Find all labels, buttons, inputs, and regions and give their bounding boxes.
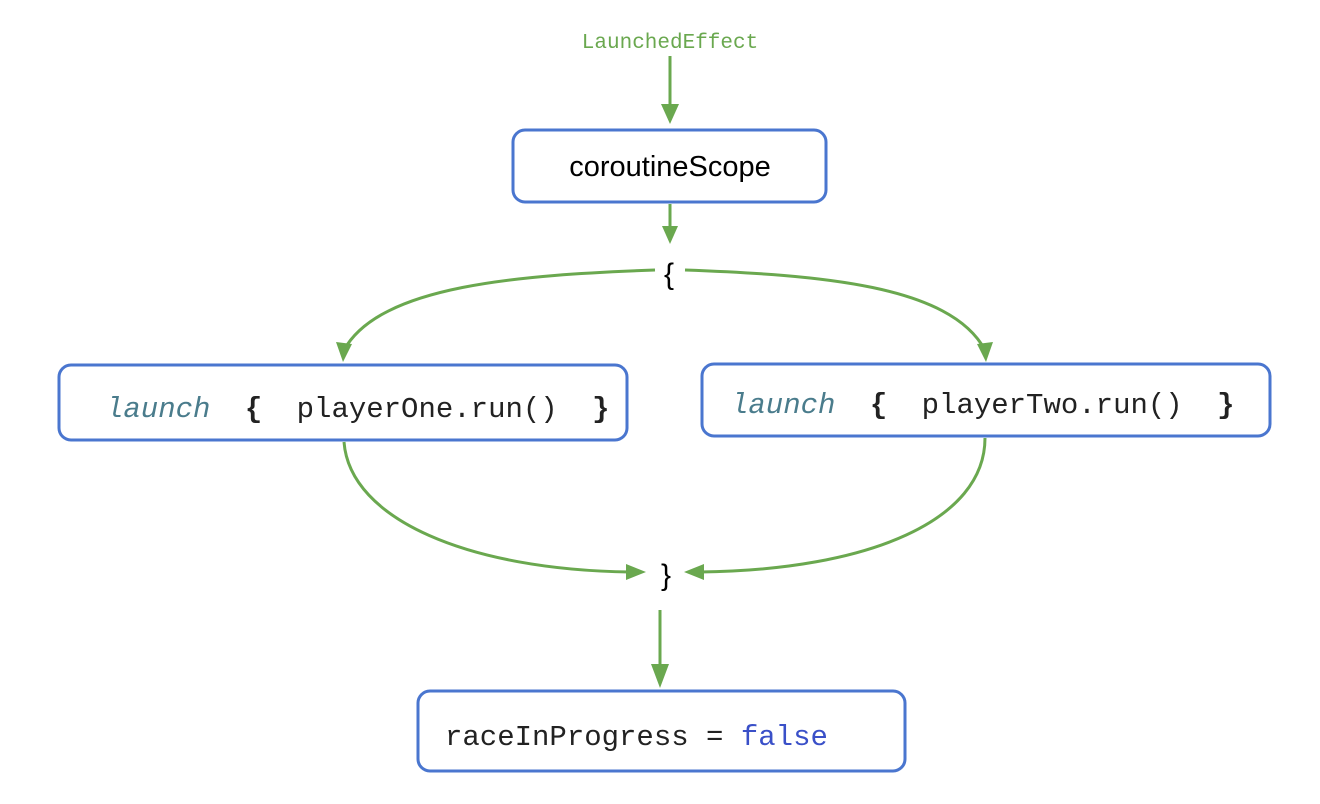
- edge-brace-to-launch-left: [336, 268, 656, 362]
- entry-label-launched-effect: LaunchedEffect: [582, 32, 758, 55]
- edge-brace-to-launch-right: [684, 268, 993, 362]
- launch-keyword: launch: [731, 389, 835, 422]
- close-brace: }: [661, 559, 671, 592]
- assignment-lhs: raceInProgress =: [445, 721, 741, 754]
- edge-scope-to-open-brace: [662, 204, 678, 244]
- close-brace-left: }: [592, 393, 609, 426]
- node-launch-player-one-code: launch { playerOne.run() }: [106, 393, 610, 426]
- node-coroutine-scope-label: coroutineScope: [569, 151, 771, 183]
- edge-launch-left-to-close-brace: [342, 441, 646, 580]
- false-literal: false: [741, 721, 828, 754]
- open-brace: {: [664, 258, 674, 291]
- node-coroutine-scope: coroutineScope: [511, 128, 828, 204]
- call-player-one: playerOne.run(): [297, 393, 558, 426]
- node-race-in-progress-code: raceInProgress = false: [445, 721, 828, 754]
- call-player-two: playerTwo.run(): [922, 389, 1183, 422]
- node-launch-player-two-code: launch { playerTwo.run() }: [731, 389, 1235, 422]
- node-launch-player-one: launch { playerOne.run() }: [57, 363, 629, 442]
- open-brace-right: {: [870, 389, 887, 422]
- edge-entry-to-scope: [661, 56, 679, 124]
- node-race-in-progress: raceInProgress = false: [416, 689, 907, 773]
- edge-launch-right-to-close-brace: [684, 437, 987, 580]
- node-launch-player-two: launch { playerTwo.run() }: [700, 362, 1272, 438]
- edge-close-brace-to-result: [651, 610, 669, 688]
- open-brace-left: {: [245, 393, 262, 426]
- close-brace-right: }: [1217, 389, 1234, 422]
- launch-keyword: launch: [106, 393, 210, 426]
